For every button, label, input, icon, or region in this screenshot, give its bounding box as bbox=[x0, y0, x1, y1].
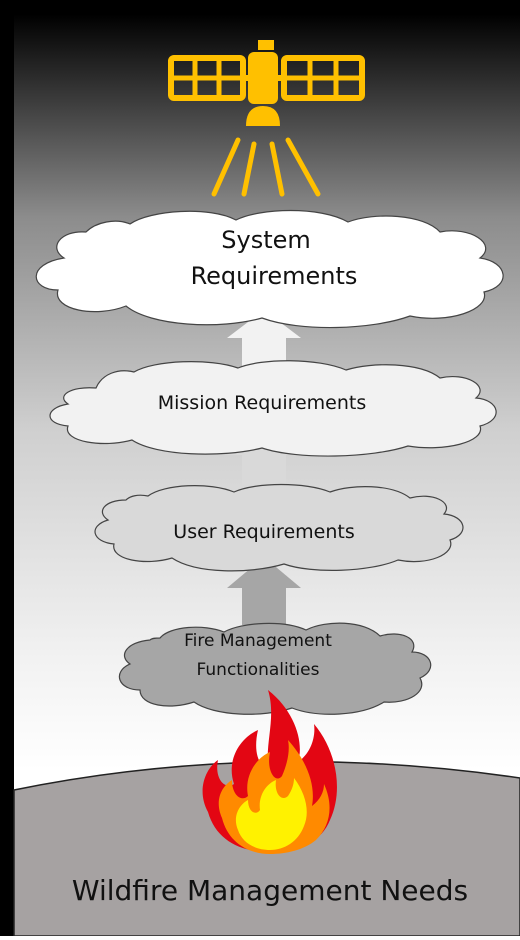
ground-label: Wildfire Management Needs bbox=[72, 874, 468, 907]
satellite-icon bbox=[168, 40, 365, 197]
cloud-fire: Fire Management Functionalities bbox=[118, 622, 432, 715]
flame-icon bbox=[202, 690, 337, 854]
arrow-up-icon bbox=[227, 310, 301, 625]
user-label: User Requirements bbox=[173, 521, 354, 543]
fire-label-line1: Fire Management bbox=[184, 631, 332, 651]
mission-label: Mission Requirements bbox=[158, 392, 367, 414]
system-label-line2: Requirements bbox=[191, 262, 358, 290]
fire-label-line2: Functionalities bbox=[197, 660, 320, 680]
cloud-user: User Requirements bbox=[94, 483, 464, 572]
cloud-mission: Mission Requirements bbox=[49, 360, 497, 457]
cloud-system: System Requirements bbox=[35, 209, 504, 329]
system-label-line1: System bbox=[221, 226, 311, 254]
